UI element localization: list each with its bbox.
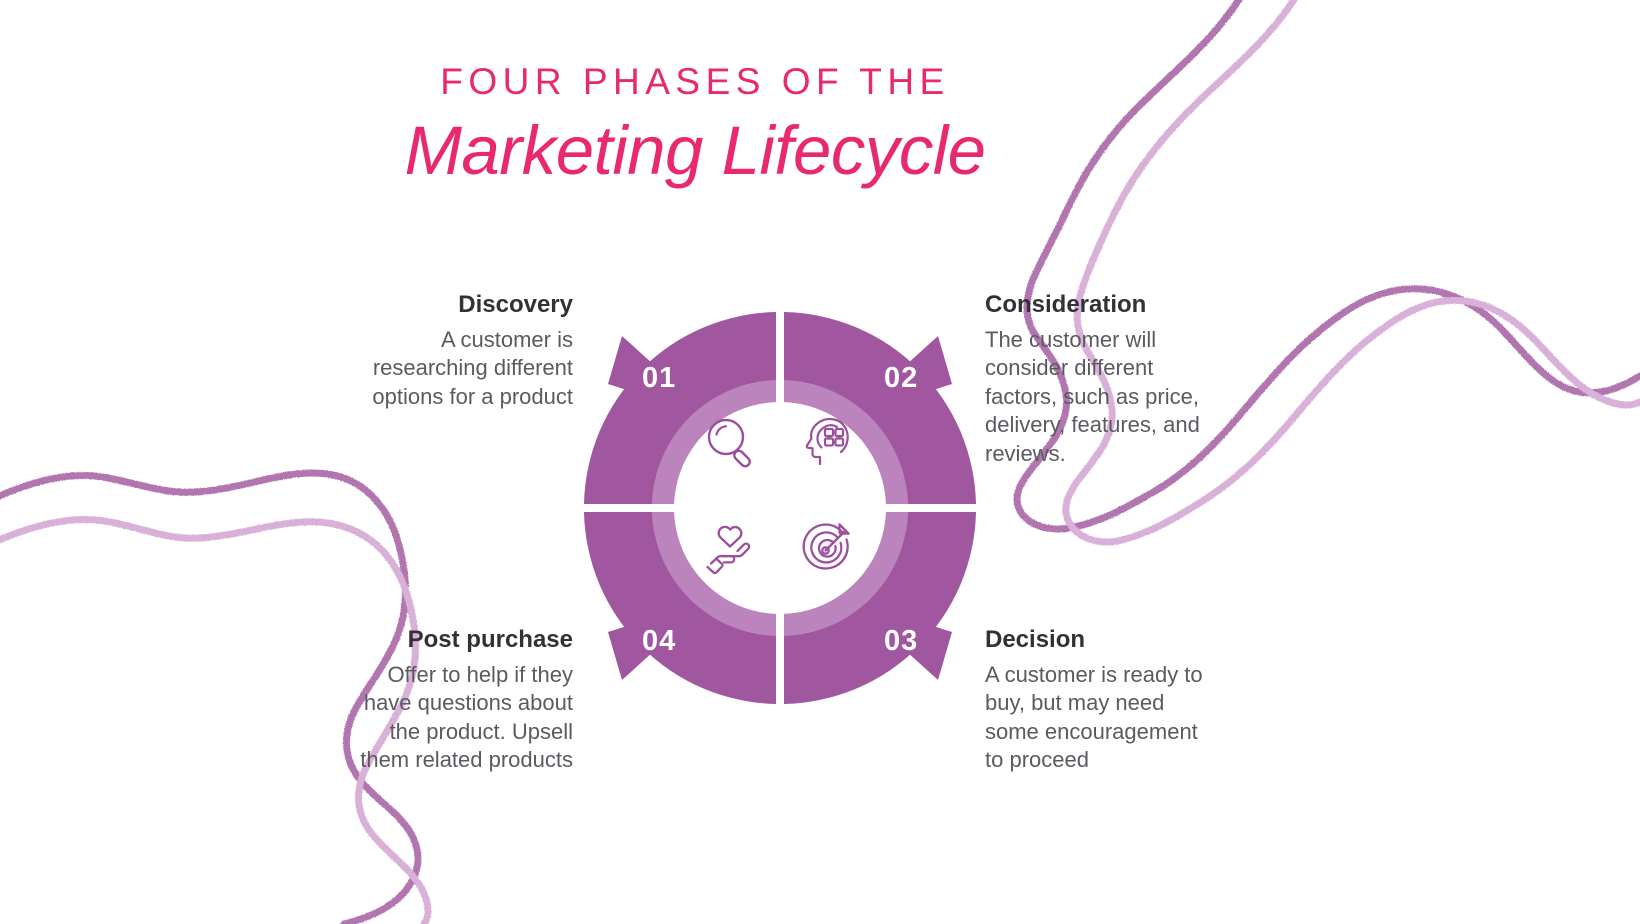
- phase-title-decision: Decision: [985, 626, 1086, 653]
- phase-block-decision: Decision A customer is ready to buy, but…: [985, 625, 1205, 775]
- wheel-svg: [584, 312, 976, 704]
- magnifier-icon: [700, 411, 774, 485]
- phase-block-post-purchase: Post purchase Offer to help if they have…: [358, 625, 573, 775]
- wheel-segment-04[interactable]: [584, 512, 776, 704]
- wheel-segment-02[interactable]: [784, 312, 976, 504]
- segment-01-arc: [584, 312, 776, 504]
- phase-body-post-purchase: Offer to help if they have questions abo…: [360, 662, 573, 773]
- phase-block-discovery: Discovery A customer is researching diff…: [358, 290, 573, 411]
- swirl-bottom-left-dark: [0, 469, 422, 924]
- segment-02-inner-band: [784, 380, 908, 504]
- phase-title-discovery: Discovery: [458, 291, 573, 318]
- title-eyebrow: FOUR PHASES OF THE: [440, 61, 950, 102]
- segment-03-inner-band: [784, 512, 908, 636]
- phase-title-post-purchase: Post purchase: [407, 626, 573, 653]
- center-icon-group: [660, 405, 900, 615]
- segment-01-inner-band: [652, 380, 776, 504]
- phase-block-consideration: Consideration The customer will consider…: [985, 290, 1205, 468]
- segment-02-arc: [784, 312, 976, 504]
- target-arrow-icon: [794, 515, 868, 589]
- segment-04-arc: [584, 512, 776, 704]
- lifecycle-wheel: 01 02 03 04: [560, 288, 1000, 728]
- phase-body-discovery: A customer is researching different opti…: [372, 327, 573, 409]
- head-puzzle-icon: [794, 409, 868, 483]
- phase-body-consideration: The customer will consider different fac…: [985, 327, 1200, 466]
- page-title: Marketing Lifecycle: [404, 111, 986, 189]
- phase-title-consideration: Consideration: [985, 291, 1147, 318]
- segment-number-04: 04: [642, 625, 677, 657]
- segment-number-03: 03: [884, 625, 919, 657]
- segment-03-arc: [784, 512, 976, 704]
- segment-number-01: 01: [642, 362, 677, 394]
- phase-body-decision: A customer is ready to buy, but may need…: [985, 662, 1203, 773]
- wheel-segment-03[interactable]: [784, 512, 976, 704]
- title-block: FOUR PHASES OF THE Marketing Lifecycle: [0, 61, 1640, 190]
- hand-heart-icon: [698, 517, 772, 591]
- segment-number-02: 02: [884, 362, 919, 394]
- segment-04-inner-band: [652, 512, 776, 636]
- wheel-segment-01[interactable]: [584, 312, 776, 504]
